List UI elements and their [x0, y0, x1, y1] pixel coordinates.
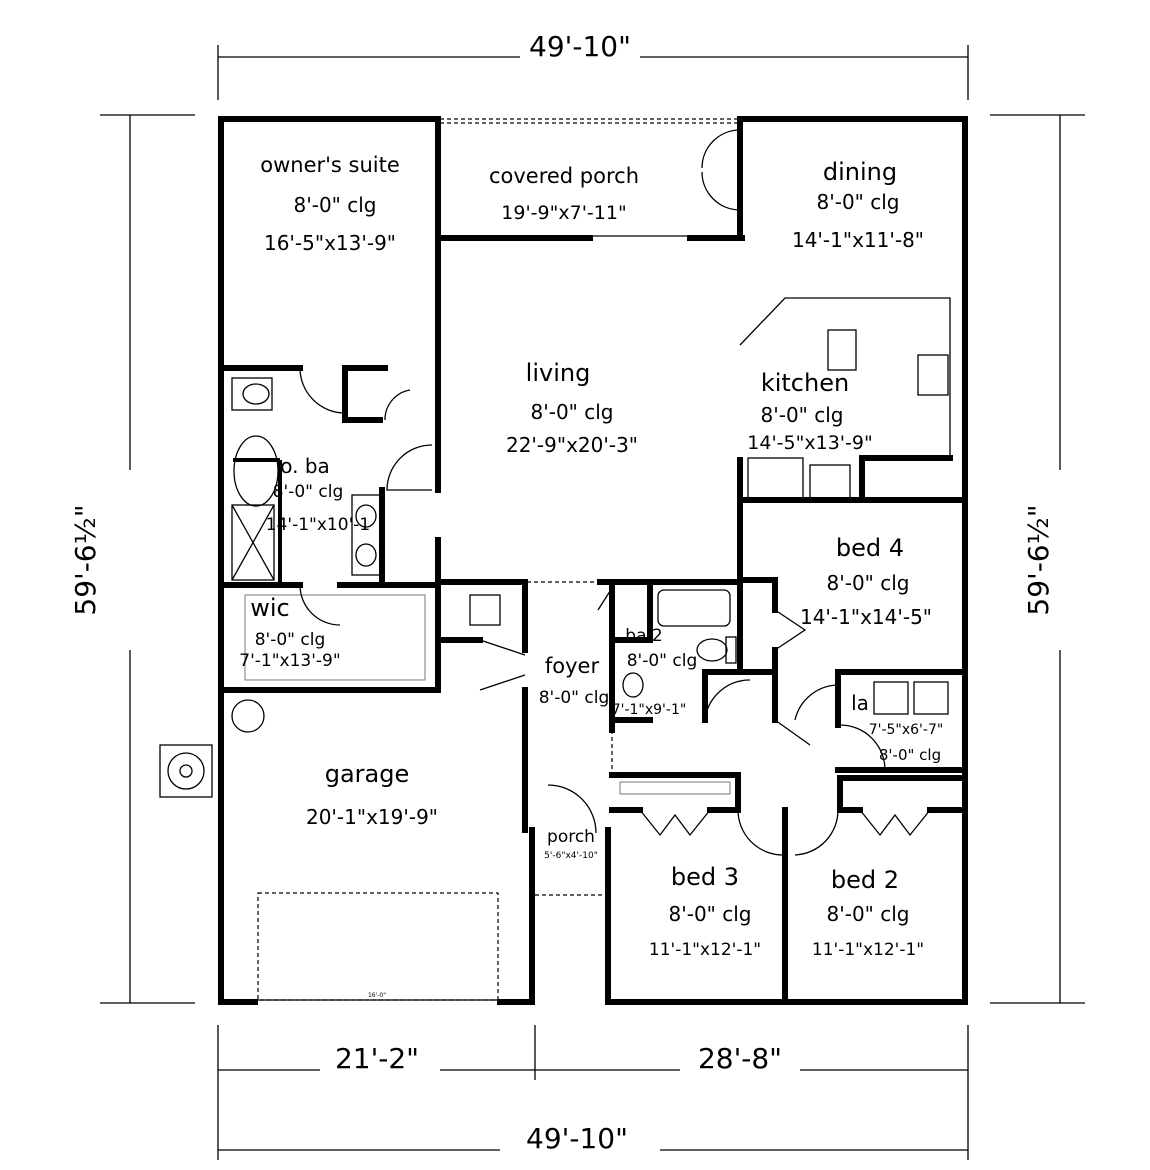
svg-text:la: la	[851, 691, 869, 715]
bathtub-icon	[233, 435, 279, 507]
svg-text:8'-0" clg: 8'-0" clg	[531, 400, 614, 424]
room-covered-porch: covered porch 19'-9"x7'-11"	[489, 164, 639, 224]
svg-text:owner's suite: owner's suite	[260, 153, 400, 177]
tub-icon	[657, 589, 731, 627]
svg-text:7'-5"x6'-7": 7'-5"x6'-7"	[869, 722, 944, 738]
water-heater-icon	[469, 594, 501, 626]
svg-text:garage: garage	[325, 760, 410, 788]
range-icon	[917, 354, 949, 396]
svg-text:14'-1"x14'-5": 14'-1"x14'-5"	[800, 605, 932, 629]
water-tank-icon	[231, 699, 265, 733]
room-dining: dining 8'-0" clg 14'-1"x11'-8"	[792, 158, 924, 252]
svg-text:11'-1"x12'-1": 11'-1"x12'-1"	[649, 940, 761, 960]
svg-text:8'-0" clg: 8'-0" clg	[827, 571, 910, 595]
svg-text:bed 4: bed 4	[836, 534, 904, 562]
room-owners-bath: o. ba 8'-0" clg 14'-1"x10'-1	[266, 454, 370, 535]
walls	[218, 116, 968, 1005]
room-foyer: foyer 8'-0" clg	[539, 654, 610, 708]
svg-text:8'-0" clg: 8'-0" clg	[539, 688, 610, 708]
room-living: living 8'-0" clg 22'-9"x20'-3"	[506, 359, 638, 457]
toilet-icon	[231, 377, 273, 411]
room-kitchen: kitchen 8'-0" clg 14'-5"x13'-9"	[747, 369, 872, 454]
washer-icon	[873, 681, 909, 715]
dimension-top: 49'-10"	[529, 30, 631, 63]
svg-text:8'-0" clg: 8'-0" clg	[817, 190, 900, 214]
dimension-bottom-right: 28'-8"	[698, 1042, 782, 1075]
dimension-bottom-left: 21'-2"	[335, 1042, 419, 1075]
svg-text:14'-5"x13'-9": 14'-5"x13'-9"	[747, 432, 872, 454]
ac-unit-icon	[159, 744, 213, 798]
kitchen-sink-icon	[827, 329, 857, 371]
room-labels: owner's suite 8'-0" clg 16'-5"x13'-9" co…	[239, 153, 943, 960]
doors	[299, 129, 931, 856]
svg-text:7'-1"x9'-1": 7'-1"x9'-1"	[612, 702, 687, 718]
room-garage: garage 20'-1"x19'-9"	[306, 760, 438, 829]
room-ba-2: ba 2 8'-0" clg 7'-1"x9'-1"	[612, 626, 698, 718]
svg-text:16'-5"x13'-9": 16'-5"x13'-9"	[264, 231, 396, 255]
room-owners-suite: owner's suite 8'-0" clg 16'-5"x13'-9"	[260, 153, 400, 255]
svg-text:8'-0" clg: 8'-0" clg	[669, 902, 752, 926]
svg-text:o. ba: o. ba	[280, 454, 330, 478]
svg-text:ba 2: ba 2	[625, 626, 662, 646]
svg-text:14'-1"x11'-8": 14'-1"x11'-8"	[792, 228, 924, 252]
svg-text:8'-0" clg: 8'-0" clg	[761, 403, 844, 427]
dimension-right: 59'-6½"	[1022, 504, 1055, 615]
svg-text:dining: dining	[823, 158, 897, 186]
svg-text:8'-0" clg: 8'-0" clg	[879, 746, 941, 764]
dimension-bottom-overall: 49'-10"	[526, 1122, 628, 1155]
svg-text:14'-1"x10'-1: 14'-1"x10'-1	[266, 515, 370, 535]
sink-icon	[622, 672, 644, 698]
svg-text:8'-0" clg: 8'-0" clg	[627, 651, 698, 671]
svg-text:19'-9"x7'-11": 19'-9"x7'-11"	[501, 202, 626, 224]
svg-text:living: living	[526, 359, 591, 387]
refrigerator-icon	[809, 464, 851, 499]
svg-text:foyer: foyer	[545, 654, 600, 678]
vanity-icon	[351, 494, 381, 576]
svg-text:covered porch: covered porch	[489, 164, 639, 188]
svg-text:7'-1"x13'-9": 7'-1"x13'-9"	[239, 651, 340, 671]
fixtures: 16'-0"	[159, 329, 949, 999]
svg-text:kitchen: kitchen	[761, 369, 849, 397]
svg-text:11'-1"x12'-1": 11'-1"x12'-1"	[812, 940, 924, 960]
room-bed-2: bed 2 8'-0" clg 11'-1"x12'-1"	[812, 866, 924, 960]
svg-text:bed 2: bed 2	[831, 866, 899, 894]
svg-text:20'-1"x19'-9": 20'-1"x19'-9"	[306, 805, 438, 829]
svg-text:bed 3: bed 3	[671, 863, 739, 891]
svg-text:8'-0" clg: 8'-0" clg	[255, 630, 326, 650]
garage-door-label: 16'-0"	[368, 992, 386, 999]
dryer-icon	[913, 681, 949, 715]
room-bed-3: bed 3 8'-0" clg 11'-1"x12'-1"	[649, 863, 761, 960]
room-bed-4: bed 4 8'-0" clg 14'-1"x14'-5"	[800, 534, 932, 629]
svg-text:wic: wic	[250, 594, 290, 622]
svg-text:porch: porch	[547, 827, 595, 847]
room-wic: wic 8'-0" clg 7'-1"x13'-9"	[239, 594, 340, 671]
room-laundry: la 7'-5"x6'-7" 8'-0" clg	[851, 691, 943, 764]
svg-text:8'-0" clg: 8'-0" clg	[294, 193, 377, 217]
counter-icon	[747, 457, 804, 499]
svg-text:8'-0" clg: 8'-0" clg	[827, 902, 910, 926]
svg-text:8'-0" clg: 8'-0" clg	[273, 482, 344, 502]
shower-icon	[231, 504, 275, 581]
room-porch: porch 5'-6"x4'-10"	[544, 827, 598, 861]
svg-text:5'-6"x4'-10": 5'-6"x4'-10"	[544, 851, 598, 861]
svg-text:22'-9"x20'-3": 22'-9"x20'-3"	[506, 433, 638, 457]
dimension-left: 59'-6½"	[69, 504, 102, 615]
